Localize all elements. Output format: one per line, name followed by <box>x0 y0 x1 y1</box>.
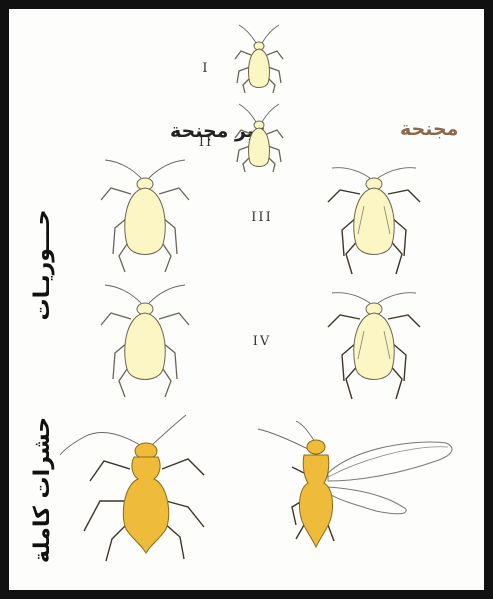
aphid-adult-winged-icon <box>258 421 452 547</box>
aphid-nymph-icon <box>328 168 420 274</box>
winged-label: مجنحة <box>400 118 458 140</box>
adults-label: حشرات كاملة <box>30 417 55 563</box>
aphid-nymph-icon <box>235 25 283 93</box>
stage-label-i: I <box>202 61 209 76</box>
aphid-adult-wingless-icon <box>60 415 204 561</box>
stage-label-iv: IV <box>253 334 272 349</box>
aphid-nymph-icon <box>101 160 189 272</box>
aphid-nymph-icon <box>101 285 189 397</box>
aphid-nymph-icon <box>328 293 420 399</box>
nymphs-label: حـــوريـات <box>30 209 55 320</box>
stage-label-iii: III <box>251 210 272 225</box>
